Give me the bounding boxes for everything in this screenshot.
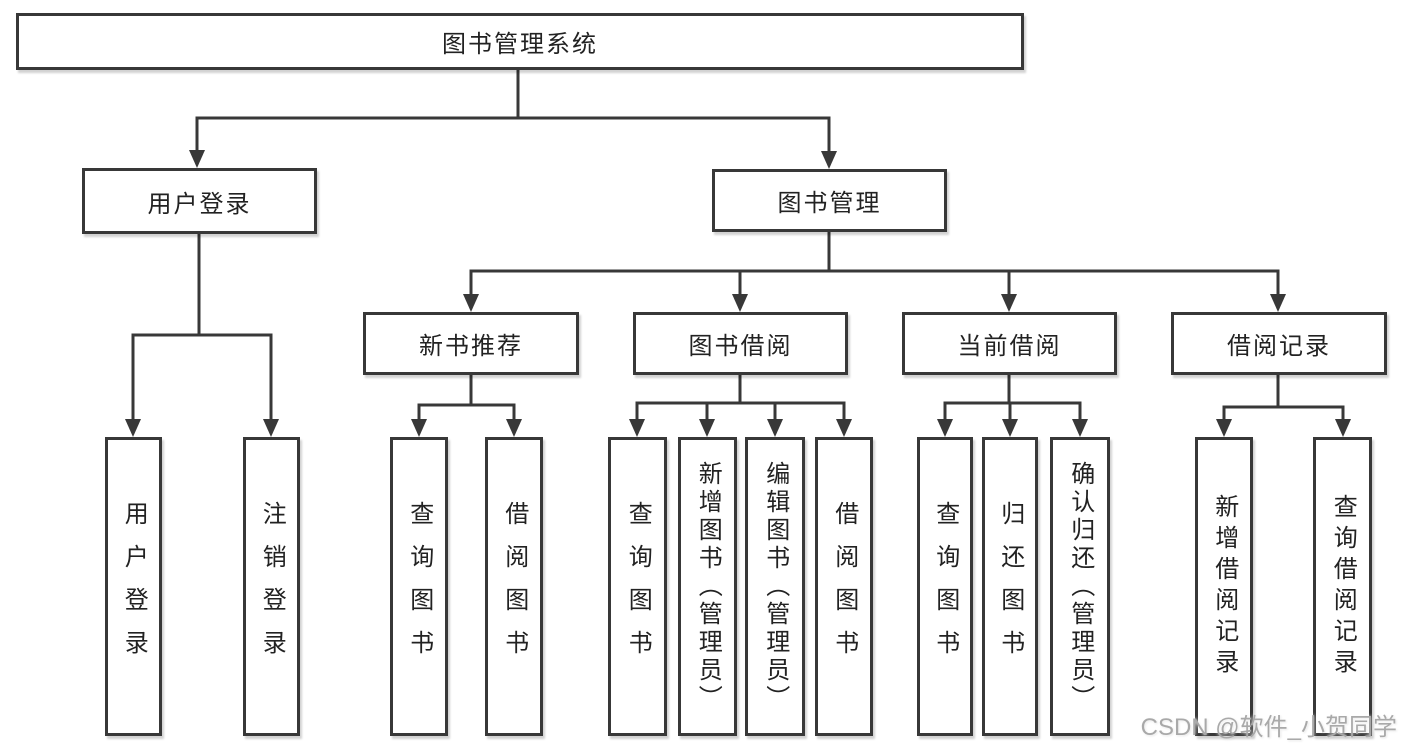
leaf-user-login: 用户登录 bbox=[105, 437, 162, 736]
leaf-current-query: 查询图书 bbox=[917, 437, 973, 736]
leaf-query-borrow-record-label: 查询借阅记录 bbox=[1329, 493, 1357, 680]
node-user-login: 用户登录 bbox=[82, 168, 317, 234]
node-borrow-record: 借阅记录 bbox=[1171, 312, 1387, 375]
leaf-add-borrow-record-label: 新增借阅记录 bbox=[1210, 493, 1238, 680]
node-book-management: 图书管理 bbox=[712, 169, 947, 232]
leaf-newbook-query-label: 查询图书 bbox=[405, 500, 433, 673]
leaf-current-query-label: 查询图书 bbox=[931, 500, 959, 673]
node-root-label: 图书管理系统 bbox=[442, 31, 598, 58]
leaf-return-book-label: 归还图书 bbox=[996, 500, 1024, 673]
leaf-add-book-admin-label: 新增图书（管理员） bbox=[694, 460, 722, 713]
node-current-borrow: 当前借阅 bbox=[902, 312, 1117, 375]
csdn-watermark: CSDN @软件_小贺同学 bbox=[1140, 714, 1397, 741]
node-new-book-recommend-label: 新书推荐 bbox=[419, 333, 523, 360]
leaf-borrow-query-label: 查询图书 bbox=[624, 500, 652, 673]
leaf-logout-label: 注销登录 bbox=[258, 500, 286, 673]
node-book-borrow-label: 图书借阅 bbox=[688, 333, 793, 360]
leaf-edit-book-admin: 编辑图书（管理员） bbox=[745, 437, 805, 736]
leaf-edit-book-admin-label: 编辑图书（管理员） bbox=[761, 460, 789, 713]
leaf-borrow-query: 查询图书 bbox=[608, 437, 667, 736]
leaf-borrow-book-label: 借阅图书 bbox=[830, 500, 858, 673]
leaf-confirm-return-admin: 确认归还（管理员） bbox=[1050, 437, 1110, 736]
arrowheads bbox=[125, 150, 1351, 437]
node-book-management-label: 图书管理 bbox=[777, 190, 882, 217]
node-new-book-recommend: 新书推荐 bbox=[363, 312, 579, 375]
leaf-newbook-borrow-label: 借阅图书 bbox=[500, 500, 528, 673]
leaf-newbook-borrow: 借阅图书 bbox=[485, 437, 543, 736]
node-book-borrow: 图书借阅 bbox=[633, 312, 848, 375]
leaf-add-book-admin: 新增图书（管理员） bbox=[678, 437, 737, 736]
node-current-borrow-label: 当前借阅 bbox=[957, 333, 1062, 360]
leaf-return-book: 归还图书 bbox=[982, 437, 1038, 736]
leaf-confirm-return-admin-label: 确认归还（管理员） bbox=[1066, 460, 1094, 713]
leaf-borrow-book: 借阅图书 bbox=[815, 437, 873, 736]
leaf-add-borrow-record: 新增借阅记录 bbox=[1195, 437, 1253, 736]
node-user-login-label: 用户登录 bbox=[147, 190, 252, 218]
leaf-newbook-query: 查询图书 bbox=[390, 437, 448, 736]
leaf-query-borrow-record: 查询借阅记录 bbox=[1313, 437, 1372, 736]
leaf-user-login-label: 用户登录 bbox=[120, 500, 148, 673]
node-borrow-record-label: 借阅记录 bbox=[1227, 333, 1331, 360]
node-root: 图书管理系统 bbox=[16, 13, 1024, 70]
leaf-logout: 注销登录 bbox=[243, 437, 300, 736]
